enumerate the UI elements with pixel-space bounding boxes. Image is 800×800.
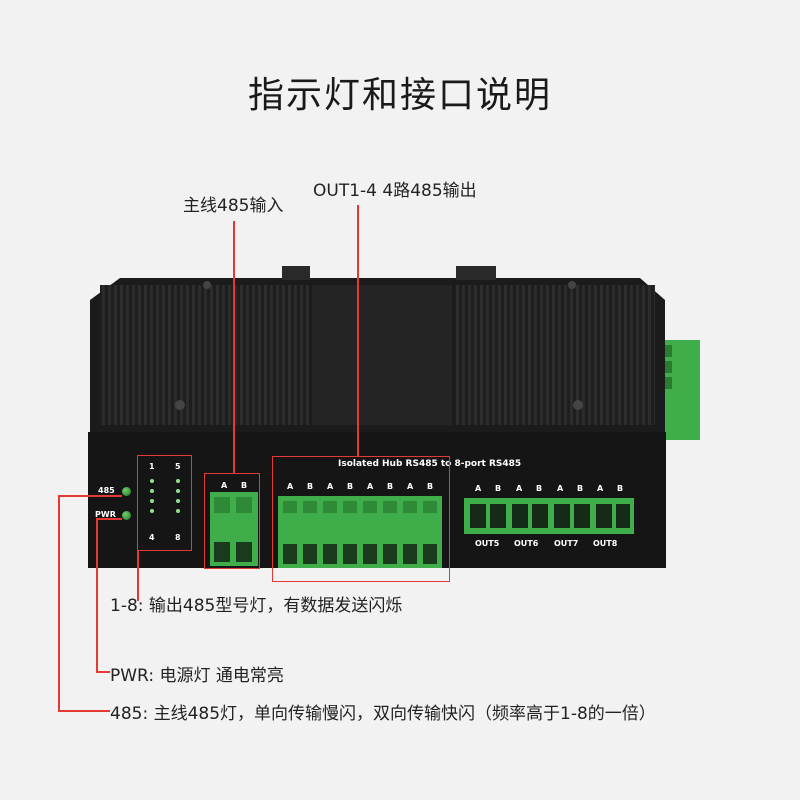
led-number-1: 1 bbox=[149, 462, 155, 471]
led-485 bbox=[122, 487, 131, 496]
out14-ab-label: B bbox=[347, 482, 354, 491]
out14-ab-label: A bbox=[287, 482, 294, 491]
led-out7 bbox=[176, 499, 180, 503]
out58-ab-label: B bbox=[536, 484, 543, 493]
out14-ab-label: B bbox=[307, 482, 314, 491]
port-label-out6: OUT6 bbox=[514, 539, 539, 548]
pwr-line-v bbox=[96, 518, 98, 672]
caption-out1-4: OUT1-4 4路485输出 bbox=[313, 181, 477, 201]
label-pwr: PWR bbox=[95, 510, 116, 519]
out1-4-line bbox=[357, 205, 359, 456]
out14-ab-label: A bbox=[407, 482, 414, 491]
out58-ab-label: A bbox=[597, 484, 604, 493]
pwr-line-h bbox=[96, 518, 122, 520]
out58-ab-label: A bbox=[475, 484, 482, 493]
caption-485: 485: 主线485灯，单向传输慢闪，双向传输快闪（频率高于1-8的一倍） bbox=[110, 704, 656, 724]
led-out3 bbox=[150, 499, 154, 503]
led-number-5: 5 bbox=[175, 462, 181, 471]
page-title: 指示灯和接口说明 bbox=[247, 75, 552, 116]
caption-leds-1-8: 1-8: 输出485型号灯，有数据发送闪烁 bbox=[110, 596, 403, 616]
out58-ab-label: B bbox=[495, 484, 502, 493]
port-label-out7: OUT7 bbox=[554, 539, 579, 548]
port-label-out8: OUT8 bbox=[593, 539, 618, 548]
led-pwr bbox=[122, 511, 131, 520]
out14-ab-label: B bbox=[427, 482, 434, 491]
input-a-label: A bbox=[221, 481, 228, 490]
main-input-line bbox=[233, 221, 235, 473]
out58-ab-label: B bbox=[577, 484, 584, 493]
led-group-box bbox=[137, 455, 192, 551]
out14-ab-label: B bbox=[387, 482, 394, 491]
panel-title: Isolated Hub RS485 to 8-port RS485 bbox=[338, 459, 522, 469]
led-number-8: 8 bbox=[175, 533, 181, 542]
led485-line-v bbox=[58, 495, 60, 711]
pwr-line-end bbox=[96, 671, 110, 673]
label-485: 485 bbox=[98, 486, 115, 495]
out14-ab-label: A bbox=[367, 482, 374, 491]
led-out8 bbox=[176, 509, 180, 513]
out58-ab-label: B bbox=[617, 484, 624, 493]
led-out5 bbox=[176, 479, 180, 483]
led-number-4: 4 bbox=[149, 533, 155, 542]
led-out2 bbox=[150, 489, 154, 493]
caption-pwr: PWR: 电源灯 通电常亮 bbox=[110, 666, 284, 686]
caption-main-input: 主线485输入 bbox=[183, 196, 284, 216]
led485-line-h bbox=[58, 495, 122, 497]
out58-ab-label: A bbox=[516, 484, 523, 493]
input-box bbox=[204, 473, 260, 569]
led485-line-end bbox=[58, 710, 110, 712]
port-label-out5: OUT5 bbox=[475, 539, 500, 548]
led-out6 bbox=[176, 489, 180, 493]
out14-ab-label: A bbox=[327, 482, 334, 491]
led-out4 bbox=[150, 509, 154, 513]
leds-1-8-line bbox=[137, 551, 139, 601]
led-out1 bbox=[150, 479, 154, 483]
out58-ab-label: A bbox=[557, 484, 564, 493]
out1-4-box bbox=[272, 456, 450, 582]
input-b-label: B bbox=[241, 481, 248, 490]
